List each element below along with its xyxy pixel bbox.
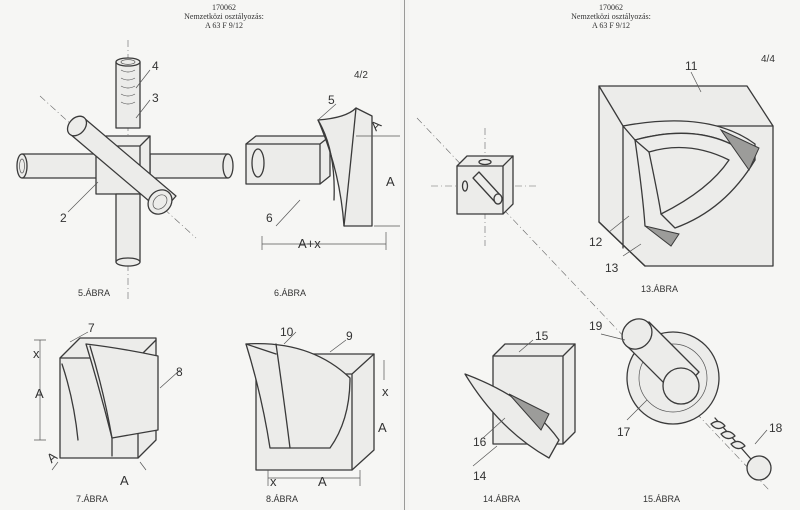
drawing-left: 4/2: [16, 40, 400, 489]
dim-x-8: x: [270, 474, 277, 489]
ref-13: 13: [605, 261, 619, 275]
sheet-divider: [404, 0, 405, 510]
ref-3: 3: [152, 91, 159, 105]
ref-12: 12: [589, 235, 603, 249]
dim-a-7-v: A: [35, 386, 44, 401]
ref-19: 19: [589, 319, 603, 333]
patent-sheet-right: 170062 Nemzetközi osztályozás: A 63 F 9/…: [409, 0, 800, 510]
classification-label: Nemzetközi osztályozás:: [571, 12, 651, 21]
figure-7: 7 8 A A x A: [33, 321, 183, 488]
ref-8: 8: [176, 365, 183, 379]
caption-fig-15: 15.ÁBRA: [643, 494, 681, 504]
ref-11: 11: [685, 59, 698, 73]
dim-a-8-v: A: [378, 420, 387, 435]
figure-13: 11 12 13: [589, 59, 774, 275]
figure-14: 15 16 14: [464, 329, 576, 483]
ref-2: 2: [60, 211, 67, 225]
ref-15: 15: [535, 329, 549, 343]
patent-sheet-left: 170062 Nemzetközi osztályozás: A 63 F 9/…: [16, 3, 400, 504]
dim-x-8-r: x: [382, 384, 389, 399]
small-cube: [431, 128, 537, 246]
figure-8: 10 9 A A x x: [245, 325, 389, 489]
sheet-header-left: 170062 Nemzetközi osztályozás: A 63 F 9/…: [124, 3, 324, 30]
caption-fig-8: 8.ÁBRA: [266, 494, 299, 504]
ref-14: 14: [473, 469, 487, 483]
sheet-header-right: 170062 Nemzetközi osztályozás: A 63 F 9/…: [511, 3, 711, 30]
figure-6: 5 6 A+x A A: [245, 93, 400, 251]
dim-a-6: A: [386, 174, 395, 189]
ref-18: 18: [769, 421, 783, 435]
caption-fig-7: 7.ÁBRA: [76, 494, 109, 504]
caption-fig-6: 6.ÁBRA: [274, 288, 307, 298]
drawing-right: 4/4 11 12 13: [416, 54, 783, 491]
ref-6: 6: [266, 211, 273, 225]
classification-code: A 63 F 9/12: [204, 21, 243, 30]
figure-5: 4 3 2: [16, 40, 234, 300]
patent-number: 170062: [599, 3, 623, 12]
ref-17: 17: [617, 425, 631, 439]
figure-15: 19 17 18: [589, 318, 783, 481]
dim-a-plus-x: A+x: [298, 236, 321, 251]
ref-16: 16: [473, 435, 487, 449]
ref-4: 4: [152, 59, 159, 73]
classification-label: Nemzetközi osztályozás:: [184, 12, 264, 21]
dim-a-8-h: A: [318, 474, 327, 489]
ref-10: 10: [280, 325, 294, 339]
caption-fig-14: 14.ÁBRA: [483, 494, 521, 504]
ref-5: 5: [328, 93, 335, 107]
classification-code: A 63 F 9/12: [591, 21, 630, 30]
patent-number: 170062: [212, 3, 236, 12]
dim-a-7-h: A: [120, 473, 129, 488]
page-mark: 4/4: [761, 54, 775, 65]
ref-7: 7: [88, 321, 95, 335]
caption-fig-5: 5.ÁBRA: [78, 288, 111, 298]
dim-a-7-rot: A: [44, 449, 61, 466]
ref-9: 9: [346, 329, 353, 343]
page-mark: 4/2: [354, 70, 368, 81]
caption-fig-13: 13.ÁBRA: [641, 284, 679, 294]
dim-x-7: x: [33, 346, 40, 361]
